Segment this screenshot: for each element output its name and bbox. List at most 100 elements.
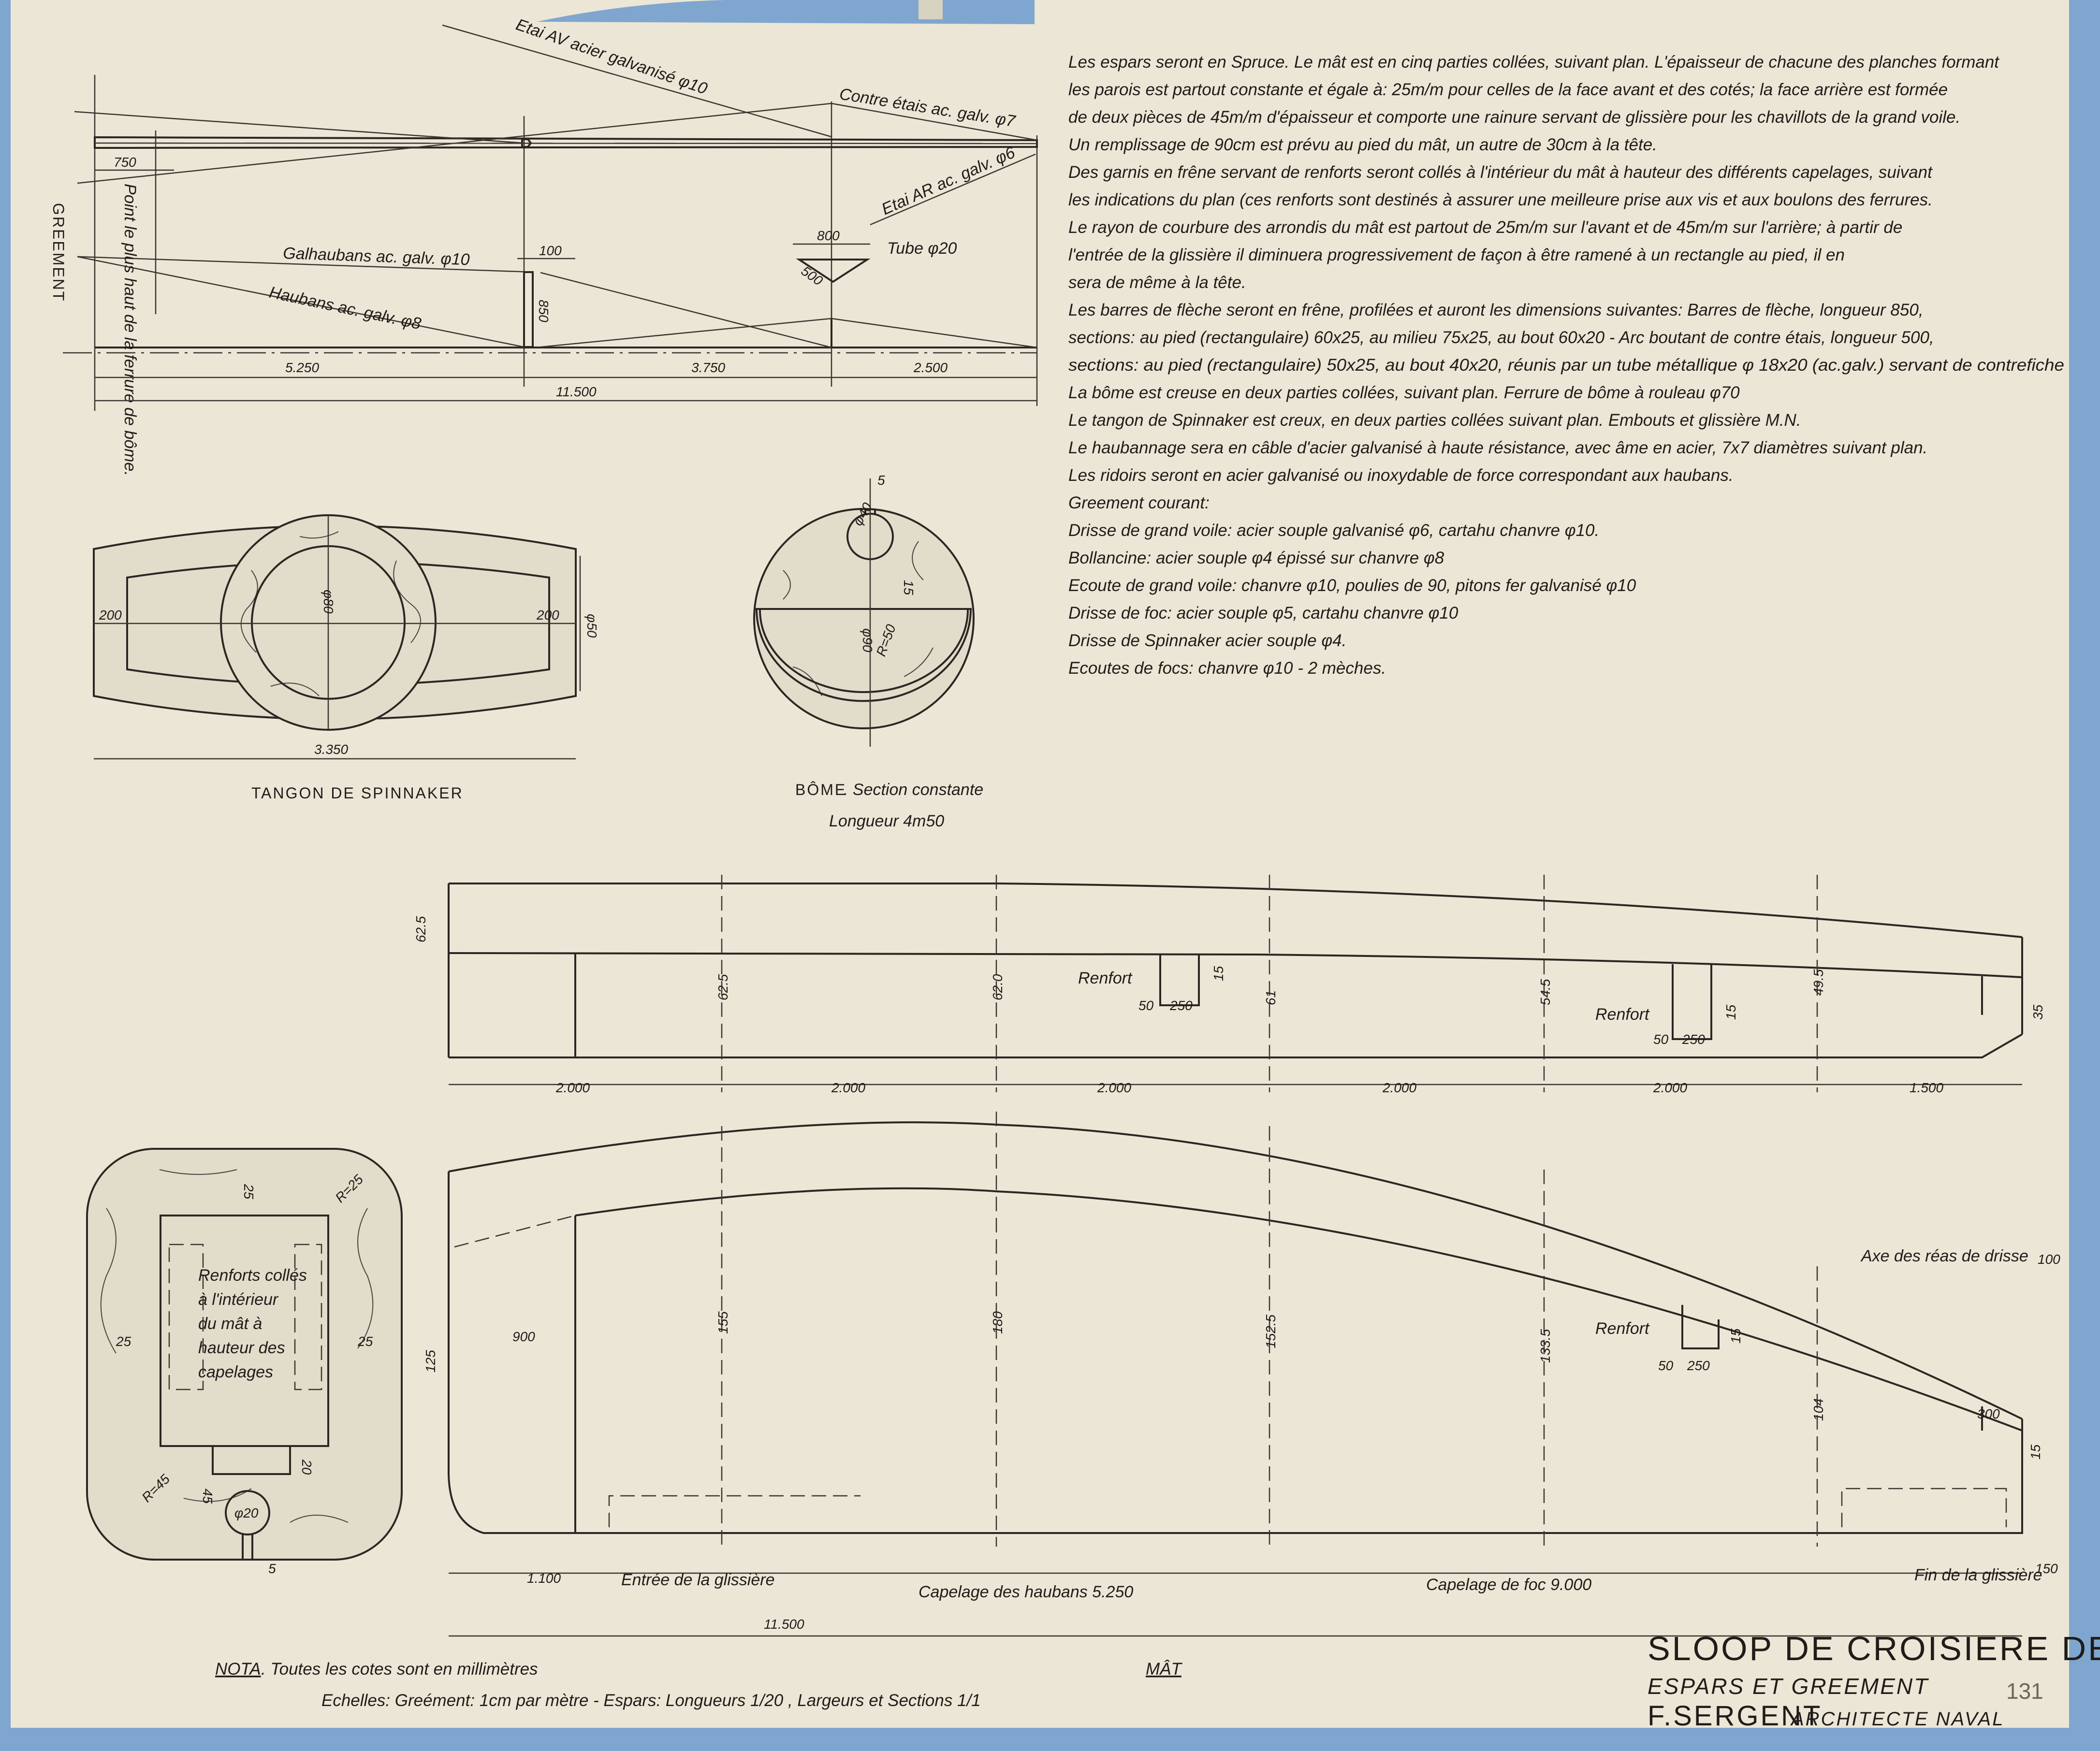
spec-line: Le rayon de courbure des arrondis du mât… [1068,218,1902,237]
section-dim: 45 [200,1489,215,1504]
spec-line: Le tangon de Spinnaker est creux, en deu… [1068,411,1801,430]
section-dim: 25 [241,1184,256,1200]
spreader [523,271,534,348]
section-dim: 62.5 [413,916,428,942]
renfort-label: Renfort [1078,969,1133,987]
section-note-line: du mât à [198,1315,262,1333]
section-dim: 133.5 [1538,1329,1553,1363]
bome-length: Longueur 4m50 [829,812,944,830]
nota-label: NOTA [215,1660,261,1679]
top-dim: 150 [2035,1561,2058,1576]
spec-line: La bôme est creuse en deux parties collé… [1068,383,1740,402]
section-dim: 35 [2030,1004,2045,1020]
dim-1100: 1.100 [527,1571,561,1586]
architect-role: ARCHITECTE NAVAL [1790,1708,2004,1730]
nota-text: . Toutes les cotes sont en millimètres [261,1660,538,1679]
drawing-subtitle: ESPARS ET GREEMENT [1648,1674,1929,1699]
dim-2500: 2.500 [913,360,948,375]
tube-label: Tube φ20 [887,239,957,258]
mast-profile-lower: 125 900 155 180 152.5 133.5 104 15 100 3… [423,1112,2060,1637]
dim-100: 100 [539,243,562,258]
spec-line: sections: au pied (rectangulaire) 60x25,… [1068,328,1934,347]
scales-note: Echelles: Greément: 1cm par mètre - Espa… [321,1691,981,1710]
capelage-foc-label: Capelage de foc 9.000 [1426,1576,1591,1594]
section-dim: 62.5 [715,974,730,1000]
section-dim: 180 [990,1311,1005,1334]
section-dim: 5 [268,1561,276,1576]
section-dim: 155 [715,1311,730,1334]
dim-tangon-200-left: 200 [99,608,122,622]
entree-glissiere-label: Entrée de la glissière [621,1571,775,1589]
spec-line: l'entrée de la glissière il diminuera pr… [1068,246,1845,264]
spec-line: Drisse de foc: acier souple φ5, cartahu … [1068,604,1458,622]
top-dim: 100 [2038,1252,2060,1267]
left-tape [0,0,11,1751]
dim-tangon-50: φ50 [584,614,599,638]
dim-850: 850 [536,300,551,322]
renfort-label: Renfort [1595,1319,1650,1338]
etai-av-line [442,24,832,138]
tangon-section: φ80 200 200 φ50 3.350 TANGON DE SPINNAKE… [93,514,599,802]
section-dim: 54.5 [1538,979,1553,1005]
small-dim: 15 [1728,1328,1743,1344]
span-dim: 2.000 [831,1080,865,1095]
spec-line: Le haubannage sera en câble d'acier galv… [1068,438,1927,457]
right-tape [2069,0,2100,1751]
footer-notes: NOTA . Toutes les cotes sont en millimèt… [215,1660,1183,1710]
axe-reas-label: Axe des réas de drisse [1860,1247,2028,1265]
bottom-tape [0,1728,2079,1751]
dim-bome-15: 15 [901,580,916,595]
section-dim: 900 [512,1329,535,1344]
section-dim: 104 [1811,1398,1826,1421]
small-dim: 250 [1169,998,1193,1013]
top-tape [537,0,1035,24]
bome-section: 5 φ40 15 φ90 R=50 BÔME . Section constan… [753,473,983,830]
etai-ar-label: Etai AR ac. galv. φ6 [879,143,1018,218]
dim-bome-5: 5 [877,473,885,488]
dim-750: 750 [114,155,136,170]
dim-bome-90: φ90 [860,628,875,652]
title-block: SLOOP DE CROISIERE DE 9M,2 ESPARS ET GRE… [1648,1630,2100,1732]
section-note-line: Renforts collés [198,1266,307,1285]
mast-cross-section: Renforts collés à l'intérieur du mât à h… [86,1148,403,1576]
dim-500: 500 [799,263,826,289]
ferrure-note: Point le plus haut de la ferrure de bôme… [121,184,139,476]
top-dim: 300 [1977,1406,2000,1421]
rigging-title: GREEMENT [50,203,67,302]
section-dim: 15 [2028,1444,2043,1460]
spec-line: Les ridoirs seront en acier galvanisé ou… [1068,466,1734,485]
section-dim: 49.5 [1811,969,1826,996]
renfort-label: Renfort [1595,1005,1650,1024]
tube-triangle [796,259,871,283]
span-dim: 2.000 [1097,1080,1131,1095]
dim-tangon-3350: 3.350 [314,742,348,757]
span-dim: 2.000 [555,1080,590,1095]
section-dim: 62.0 [990,974,1005,1000]
spec-line: les parois est partout constante et égal… [1068,80,1948,99]
dim-tangon-80: φ80 [321,590,336,614]
fin-glissiere-label: Fin de la glissière [1914,1566,2042,1584]
dim-800: 800 [817,228,840,243]
spec-line: Les barres de flèche seront en frêne, pr… [1068,301,1924,319]
haubans-label: Haubans ac. galv. φ8 [267,283,423,333]
small-dim: 15 [1211,966,1226,981]
spec-line: sera de même à la tête. [1068,273,1246,292]
spec-line: Greement courant: [1068,493,1210,512]
rigging-diagram: GREEMENT Point le plus haut de la ferrur… [50,15,1038,476]
section-dim: 61 [1263,990,1278,1005]
mast-profile-upper: 2.000 2.000 2.000 2.000 2.000 1.500 62.5… [413,875,2045,1095]
section-dim: 25 [116,1334,131,1349]
small-dim: 50 [1138,998,1154,1013]
dim-3750: 3.750 [691,360,725,375]
dim-tangon-200-right: 200 [536,608,559,622]
contre-etais-label: Contre étais ac. galv. φ7 [838,85,1017,130]
spec-line: de deux pièces de 45m/m d'épaisseur et c… [1068,108,1960,127]
dim-11500: 11.500 [556,384,597,399]
mast-spar [94,136,1038,149]
small-dim: 50 [1653,1032,1669,1047]
dim-mast-total: 11.500 [764,1617,804,1632]
capelage-haubans-label: Capelage des haubans 5.250 [919,1583,1133,1601]
section-note-line: à l'intérieur [198,1290,279,1309]
